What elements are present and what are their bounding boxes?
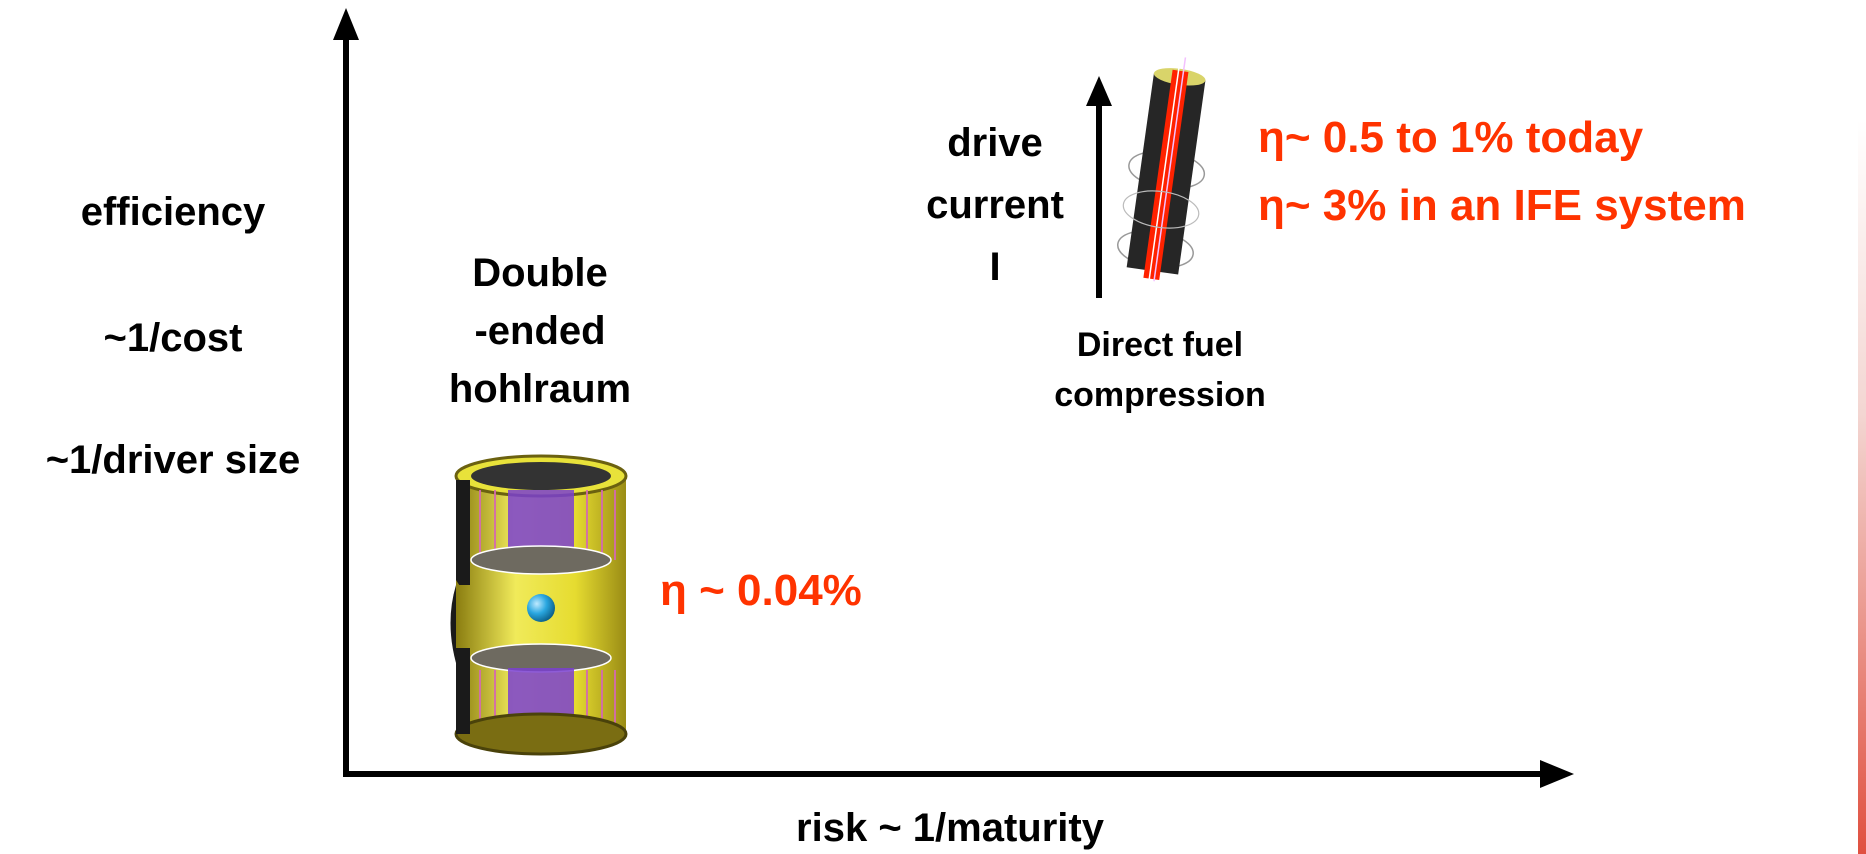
x-axis-label: risk ~ 1/maturity: [796, 806, 1104, 850]
drive-label-line-3: I: [989, 245, 1001, 289]
caption-line-2: compression: [1054, 376, 1266, 414]
liner-illustration: [1117, 56, 1206, 282]
hohlraum-efficiency: η ~ 0.04%: [660, 566, 862, 615]
drive-label-line-2: current: [926, 183, 1064, 227]
efficiency-ife: η~ 3% in an IFE system: [1258, 181, 1746, 230]
drive-current-label: drive current I: [895, 112, 1095, 298]
hohlraum-title-line-3: hohlraum: [448, 367, 632, 411]
drive-label-line-1: drive: [947, 121, 1043, 165]
hohlraum-title-line-1: Double: [472, 251, 608, 295]
y-axis: [333, 8, 359, 774]
y-label-cost: ~1/cost: [103, 316, 243, 360]
hohlraum-title-line-2: -ended: [474, 309, 606, 353]
hohlraum-illustration: [450, 454, 628, 756]
x-axis: [343, 760, 1574, 788]
drive-current-arrow: [1086, 76, 1112, 298]
direct-drive-caption: Direct fuel compression: [1020, 320, 1300, 420]
caption-line-1: Direct fuel: [1076, 326, 1244, 364]
y-label-driver-size: ~1/driver size: [45, 438, 301, 482]
edge-strip: [1858, 120, 1866, 854]
y-label-efficiency: efficiency: [80, 190, 266, 234]
hohlraum-title: Double -ended hohlraum: [420, 244, 660, 418]
efficiency-today: η~ 0.5 to 1% today: [1258, 113, 1644, 162]
direct-drive-efficiency: η~ 0.5 to 1% today η~ 3% in an IFE syste…: [1258, 104, 1746, 240]
